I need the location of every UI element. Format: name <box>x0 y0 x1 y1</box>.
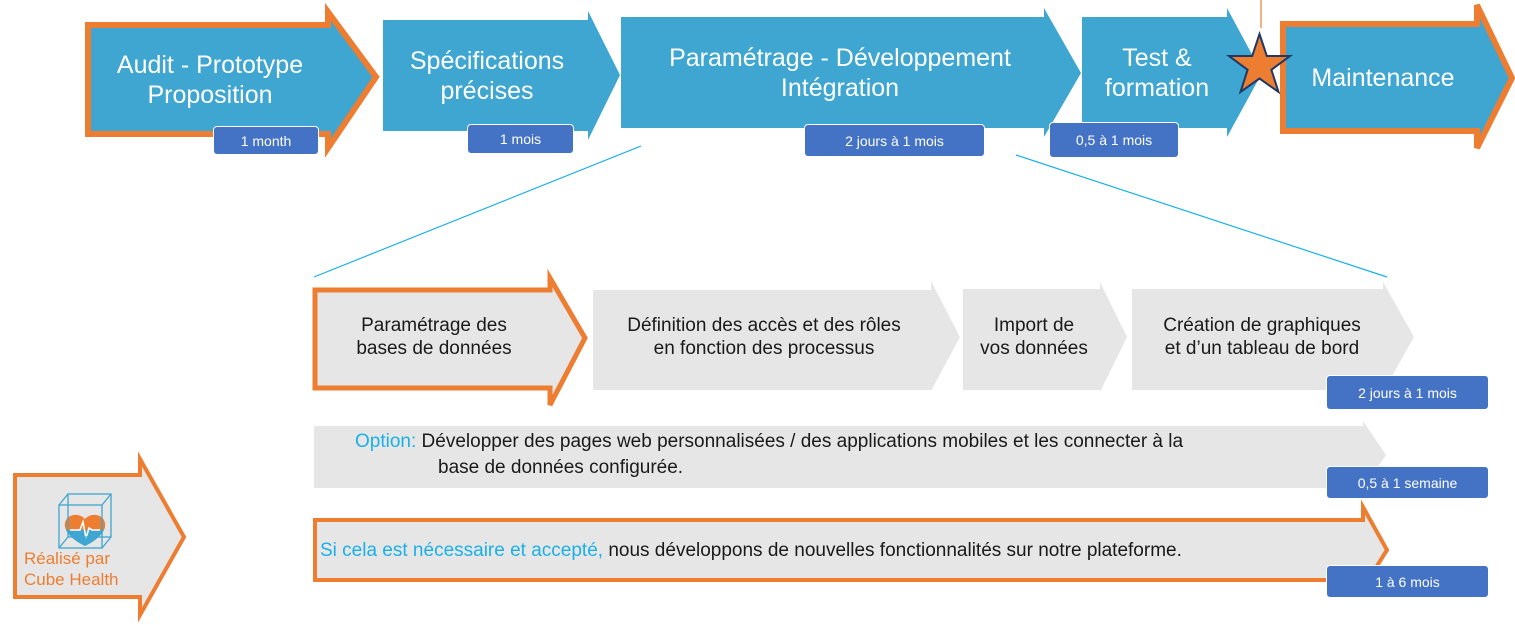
sub-step-label-1: Paramétrage des bases de données <box>318 305 550 371</box>
star-icon <box>1225 30 1294 95</box>
option-row-line-1: Option: Développer des pages web personn… <box>355 429 1365 455</box>
phase-label-audit: Audit - Prototype Proposition <box>92 40 328 120</box>
phase-label-maintenance: Maintenance <box>1311 64 1455 92</box>
connector-line-left <box>313 145 642 278</box>
credit-line-2: Cube Health <box>24 570 119 590</box>
phase-label-line: précises <box>440 77 534 105</box>
phase-arrow-maintenance[interactable] <box>1280 3 1515 150</box>
credit-line-1: Réalisé par <box>24 549 110 568</box>
phase-label-line: Test & <box>1122 44 1192 72</box>
sub-step-label-line: Paramétrage des <box>361 315 507 337</box>
sub-step-arrow-2[interactable] <box>593 281 960 391</box>
sub-step-label-line: vos données <box>980 338 1088 359</box>
sub-step-label-line: Création de graphiques <box>1163 315 1361 337</box>
duration-badge-sub-steps: 2 jours à 1 mois <box>1326 375 1489 410</box>
option-row-text: Option: Développer des pages web personn… <box>355 429 1365 480</box>
duration-badge-parametrage: 2 jours à 1 mois <box>804 124 985 157</box>
duration-badge-option: 0,5 à 1 semaine <box>1326 466 1489 499</box>
phase-label-line: Proposition <box>147 81 273 109</box>
cube-heart-icon <box>58 493 112 549</box>
option-row-line-2: base de données configurée. <box>438 456 684 478</box>
phase-arrow-specifications[interactable] <box>383 11 620 140</box>
phase-arrow-parametrage[interactable] <box>621 8 1081 137</box>
duration-badge-audit: 1 month <box>213 126 319 155</box>
sub-step-label-2: Définition des accès et des rôles en fon… <box>593 305 935 371</box>
sub-step-label-line: en fonction des processus <box>653 338 875 359</box>
sub-step-arrow-3[interactable] <box>963 282 1127 392</box>
sub-step-arrow-4[interactable] <box>1132 282 1414 392</box>
custom-row-text: Si cela est nécessaire et accepté, nous … <box>320 538 1182 564</box>
custom-row-prefix: Si cela est nécessaire et accepté, <box>320 540 604 561</box>
duration-badge-test-formation: 0,5 à 1 mois <box>1049 122 1179 158</box>
phase-label-line: Intégration <box>780 74 900 102</box>
phase-arrow-test-formation[interactable] <box>1082 8 1262 137</box>
sub-step-arrow-1[interactable] <box>312 268 588 407</box>
option-description: Développer des pages web personnalisées … <box>421 431 1184 452</box>
custom-row-description: nous développons de nouvelles fonctionna… <box>603 540 1182 561</box>
phase-label-line: formation <box>1104 74 1210 102</box>
sub-step-label-4: Création de graphiques et d’un tableau d… <box>1134 305 1390 371</box>
sub-step-label-3: Import de vos données <box>961 305 1107 371</box>
phase-label-line: Audit - Prototype <box>116 51 304 79</box>
duration-badge-specifications: 1 mois <box>467 124 574 154</box>
sub-step-label-line: Import de <box>993 315 1075 337</box>
connector-line-right <box>1015 154 1388 278</box>
option-row-arrow[interactable] <box>314 421 1386 488</box>
sub-step-label-line: Définition des accès et des rôles <box>627 315 901 337</box>
credit-text: Réalisé par Cube Health <box>24 548 119 591</box>
sub-step-label-line: et d’un tableau de bord <box>1164 338 1360 359</box>
phase-label-test-formation: Test & formation <box>1082 33 1232 113</box>
option-prefix: Option: <box>355 431 417 452</box>
phase-label-line: Spécifications <box>409 47 565 75</box>
phase-label-specifications: Spécifications précises <box>385 36 589 116</box>
phase-label-parametrage: Paramétrage - Développement Intégration <box>622 33 1058 113</box>
phase-label-line: Paramétrage - Développement <box>669 44 1011 72</box>
sub-step-label-line: bases de données <box>356 338 512 359</box>
duration-badge-custom: 1 à 6 mois <box>1326 565 1489 598</box>
phase-arrow-audit[interactable] <box>85 2 380 158</box>
